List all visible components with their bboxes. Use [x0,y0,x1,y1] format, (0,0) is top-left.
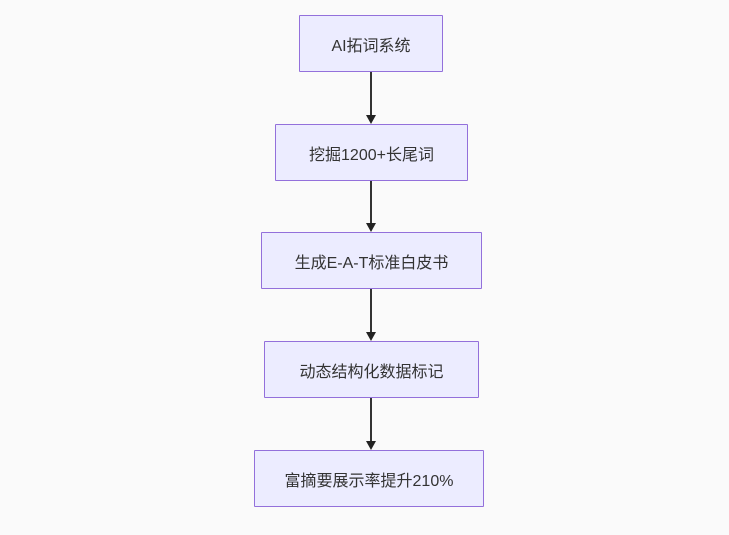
arrow-line [370,72,372,115]
flow-arrow-1 [366,72,376,124]
arrow-line [370,289,372,332]
flow-node-label: 生成E-A-T标准白皮书 [294,254,449,272]
flow-node-label: AI拓词系统 [331,37,411,55]
flow-node-structured-data-markup: 动态结构化数据标记 [264,341,479,398]
arrow-head-icon [366,115,376,124]
flow-node-label: 挖掘1200+长尾词 [309,146,434,164]
flow-node-eat-whitepaper: 生成E-A-T标准白皮书 [261,232,482,289]
flow-node-ai-word-expansion: AI拓词系统 [299,15,443,72]
arrow-line [370,181,372,223]
arrow-head-icon [366,332,376,341]
arrow-head-icon [366,441,376,450]
flow-arrow-3 [366,289,376,341]
flow-node-label: 富摘要展示率提升210% [284,472,454,490]
flow-arrow-2 [366,181,376,232]
flow-node-longtail-mining: 挖掘1200+长尾词 [275,124,468,181]
flow-arrow-4 [366,398,376,450]
flow-node-rich-snippet-result: 富摘要展示率提升210% [254,450,484,507]
arrow-head-icon [366,223,376,232]
flow-node-label: 动态结构化数据标记 [299,363,444,381]
arrow-line [370,398,372,441]
